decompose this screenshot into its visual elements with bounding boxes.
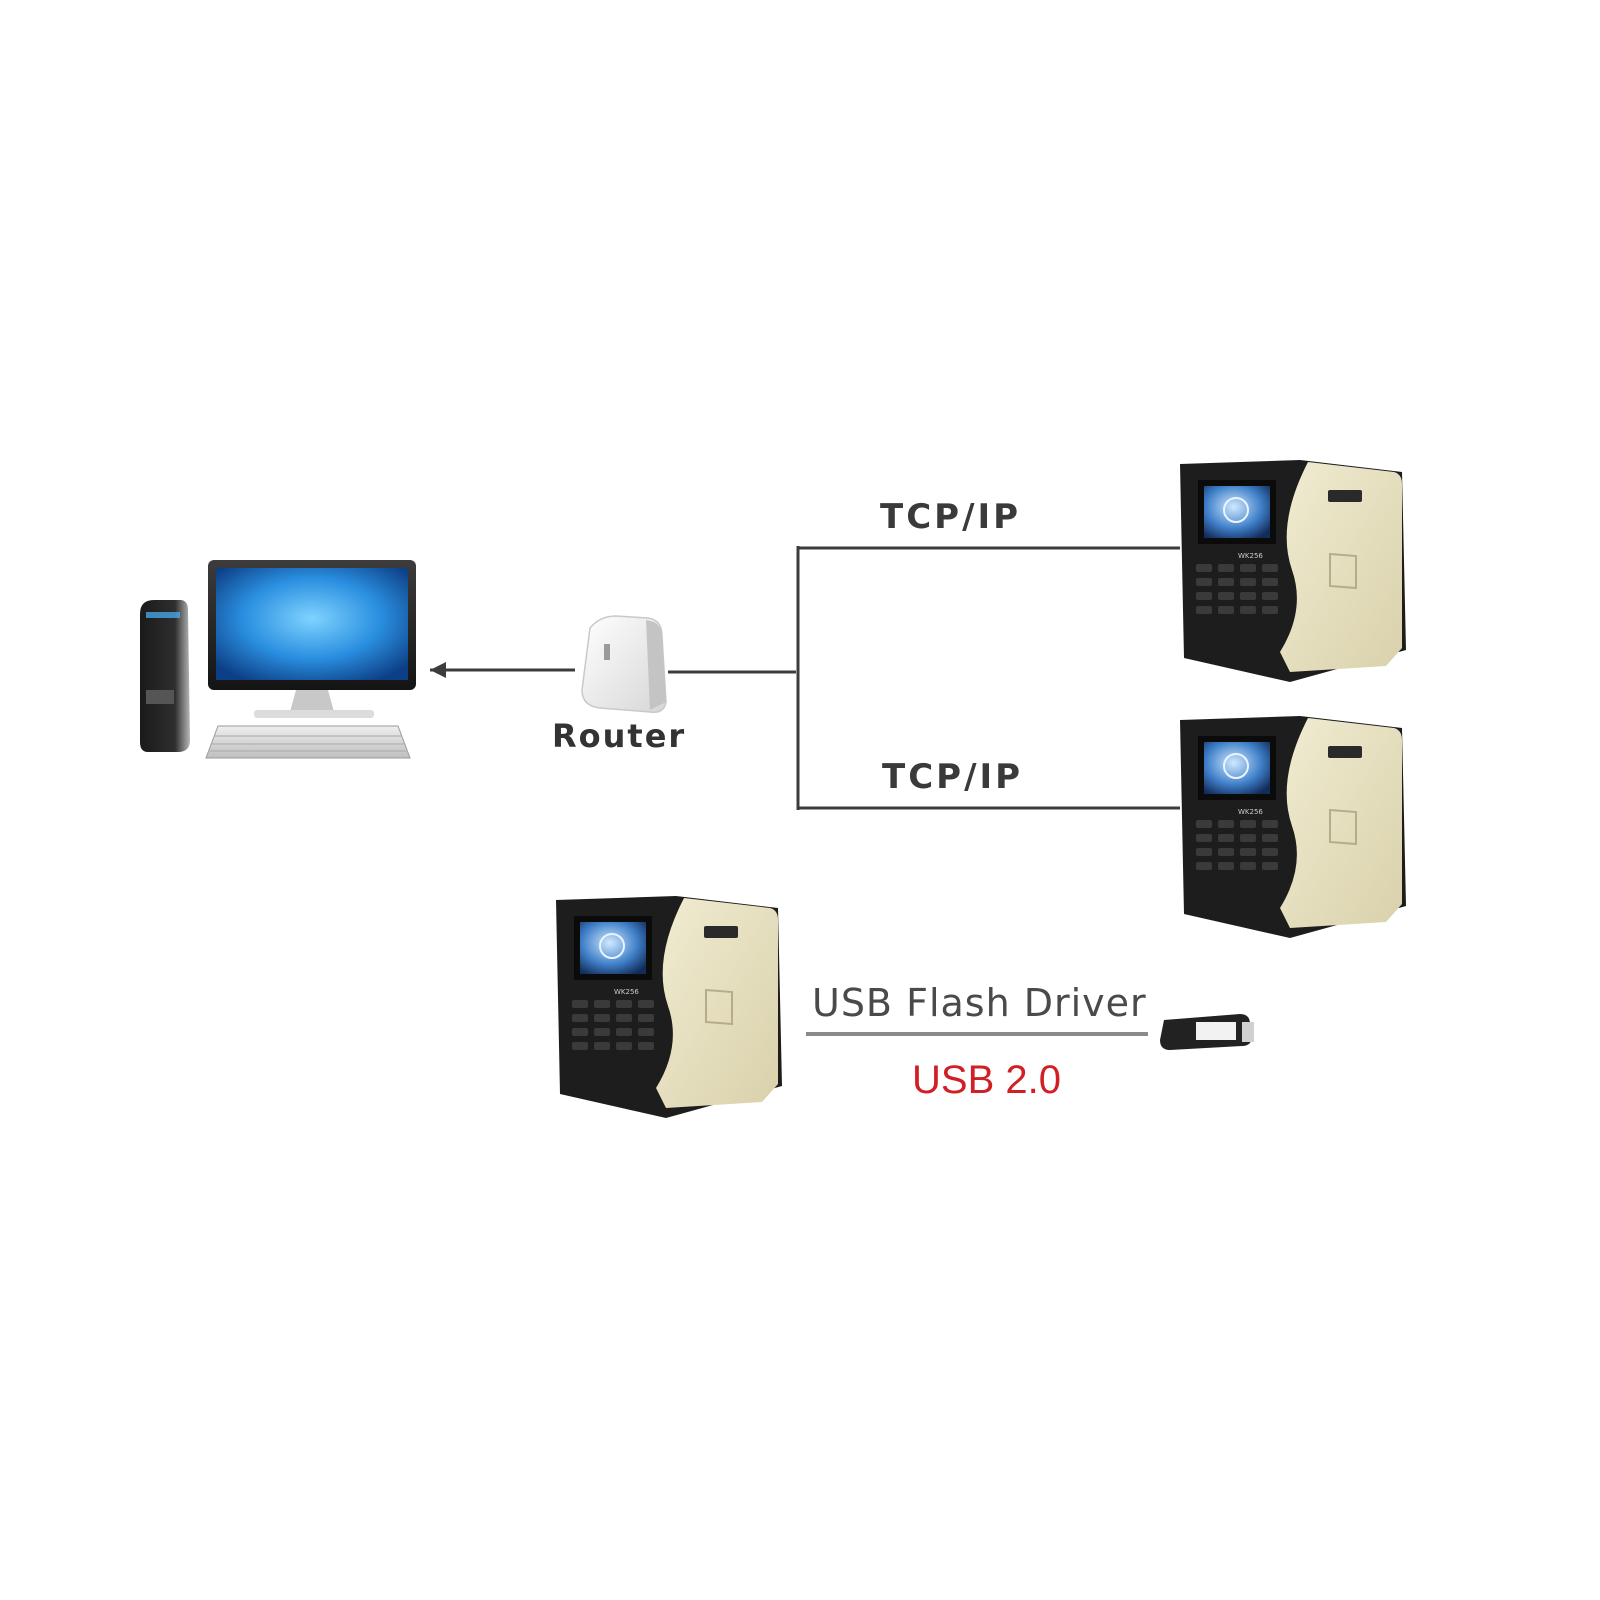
router-label: Router [552,717,687,755]
usb-version-label: USB 2.0 [912,1058,1061,1102]
time-attendance-terminal-icon [1179,715,1407,939]
desktop-computer-icon [140,560,416,759]
time-attendance-terminal-icon [555,895,783,1119]
connection-lines [430,546,1180,1036]
router-icon [581,615,667,714]
time-attendance-terminal-icon [1179,459,1407,683]
usb-flash-drive-icon [1160,1014,1254,1050]
tcp-ip-label-top: TCP/IP [880,497,1022,537]
arrowhead-to-computer [430,662,446,678]
usb-flash-driver-label: USB Flash Driver [812,981,1147,1025]
tcp-ip-label-bottom: TCP/IP [882,757,1024,797]
